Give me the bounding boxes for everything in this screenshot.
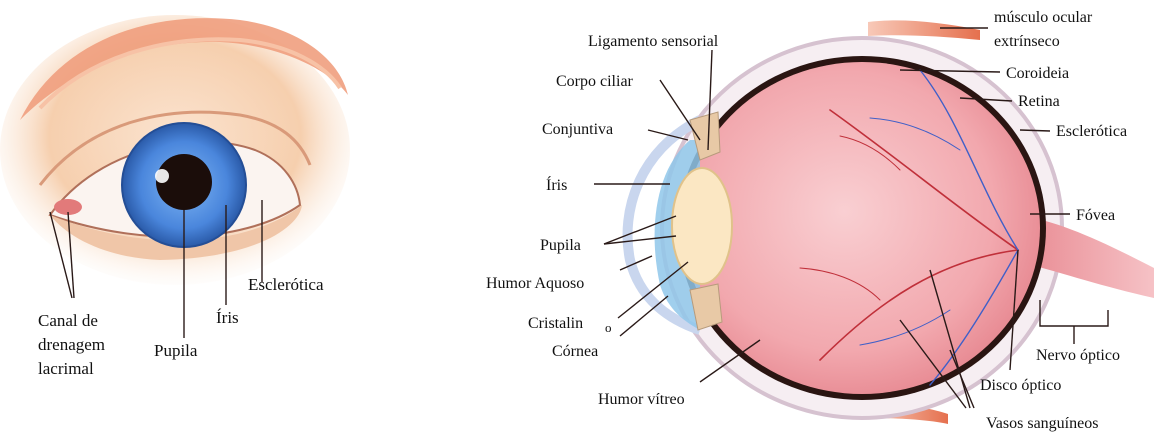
- label-iris-sec: Íris: [546, 175, 567, 194]
- label-iris-ext: Íris: [216, 308, 239, 327]
- label-retina: Retina: [1018, 93, 1060, 110]
- label-sclera: Esclerótica: [1056, 123, 1127, 140]
- label-optic-nerve: Nervo óptico: [1036, 347, 1120, 364]
- label-lens-suffix: o: [605, 320, 612, 335]
- label-ligament: Ligamento sensorial: [588, 33, 719, 50]
- label-vessels: Vasos sanguíneos: [986, 415, 1098, 432]
- label-muscle-2: extrínseco: [994, 33, 1060, 50]
- label-muscle-1: músculo ocular: [994, 9, 1093, 26]
- leader-sclera: [1020, 130, 1050, 131]
- label-fovea: Fóvea: [1076, 207, 1115, 224]
- label-pupil-ext: Pupila: [154, 341, 198, 360]
- eye-reflection: [155, 169, 169, 183]
- label-drainage-1: Canal de: [38, 311, 98, 330]
- label-cornea: Córnea: [552, 343, 598, 360]
- label-drainage-3: lacrimal: [38, 359, 94, 378]
- label-optic-disc: Disco óptico: [980, 377, 1061, 394]
- lens: [672, 168, 732, 284]
- eye-cross-section: músculo ocular extrínseco Ligamento sens…: [486, 9, 1154, 432]
- label-lens: Cristalin: [528, 315, 583, 332]
- leader-cornea: [620, 296, 668, 336]
- label-ciliary: Corpo ciliar: [556, 73, 634, 90]
- label-sclera-ext: Esclerótica: [248, 275, 324, 294]
- external-eye: Canal de drenagem lacrimal Pupila Íris E…: [0, 15, 350, 378]
- label-conjunctiva: Conjuntiva: [542, 121, 613, 138]
- leader-optic-nerve: [1040, 300, 1108, 344]
- label-choroid: Coroideia: [1006, 65, 1069, 82]
- label-pupil-sec: Pupila: [540, 237, 581, 254]
- label-vitreous: Humor vítreo: [598, 391, 685, 408]
- label-aqueous: Humor Aquoso: [486, 275, 584, 292]
- extrinsic-muscle-top: [868, 20, 980, 40]
- label-drainage-2: drenagem: [38, 335, 105, 354]
